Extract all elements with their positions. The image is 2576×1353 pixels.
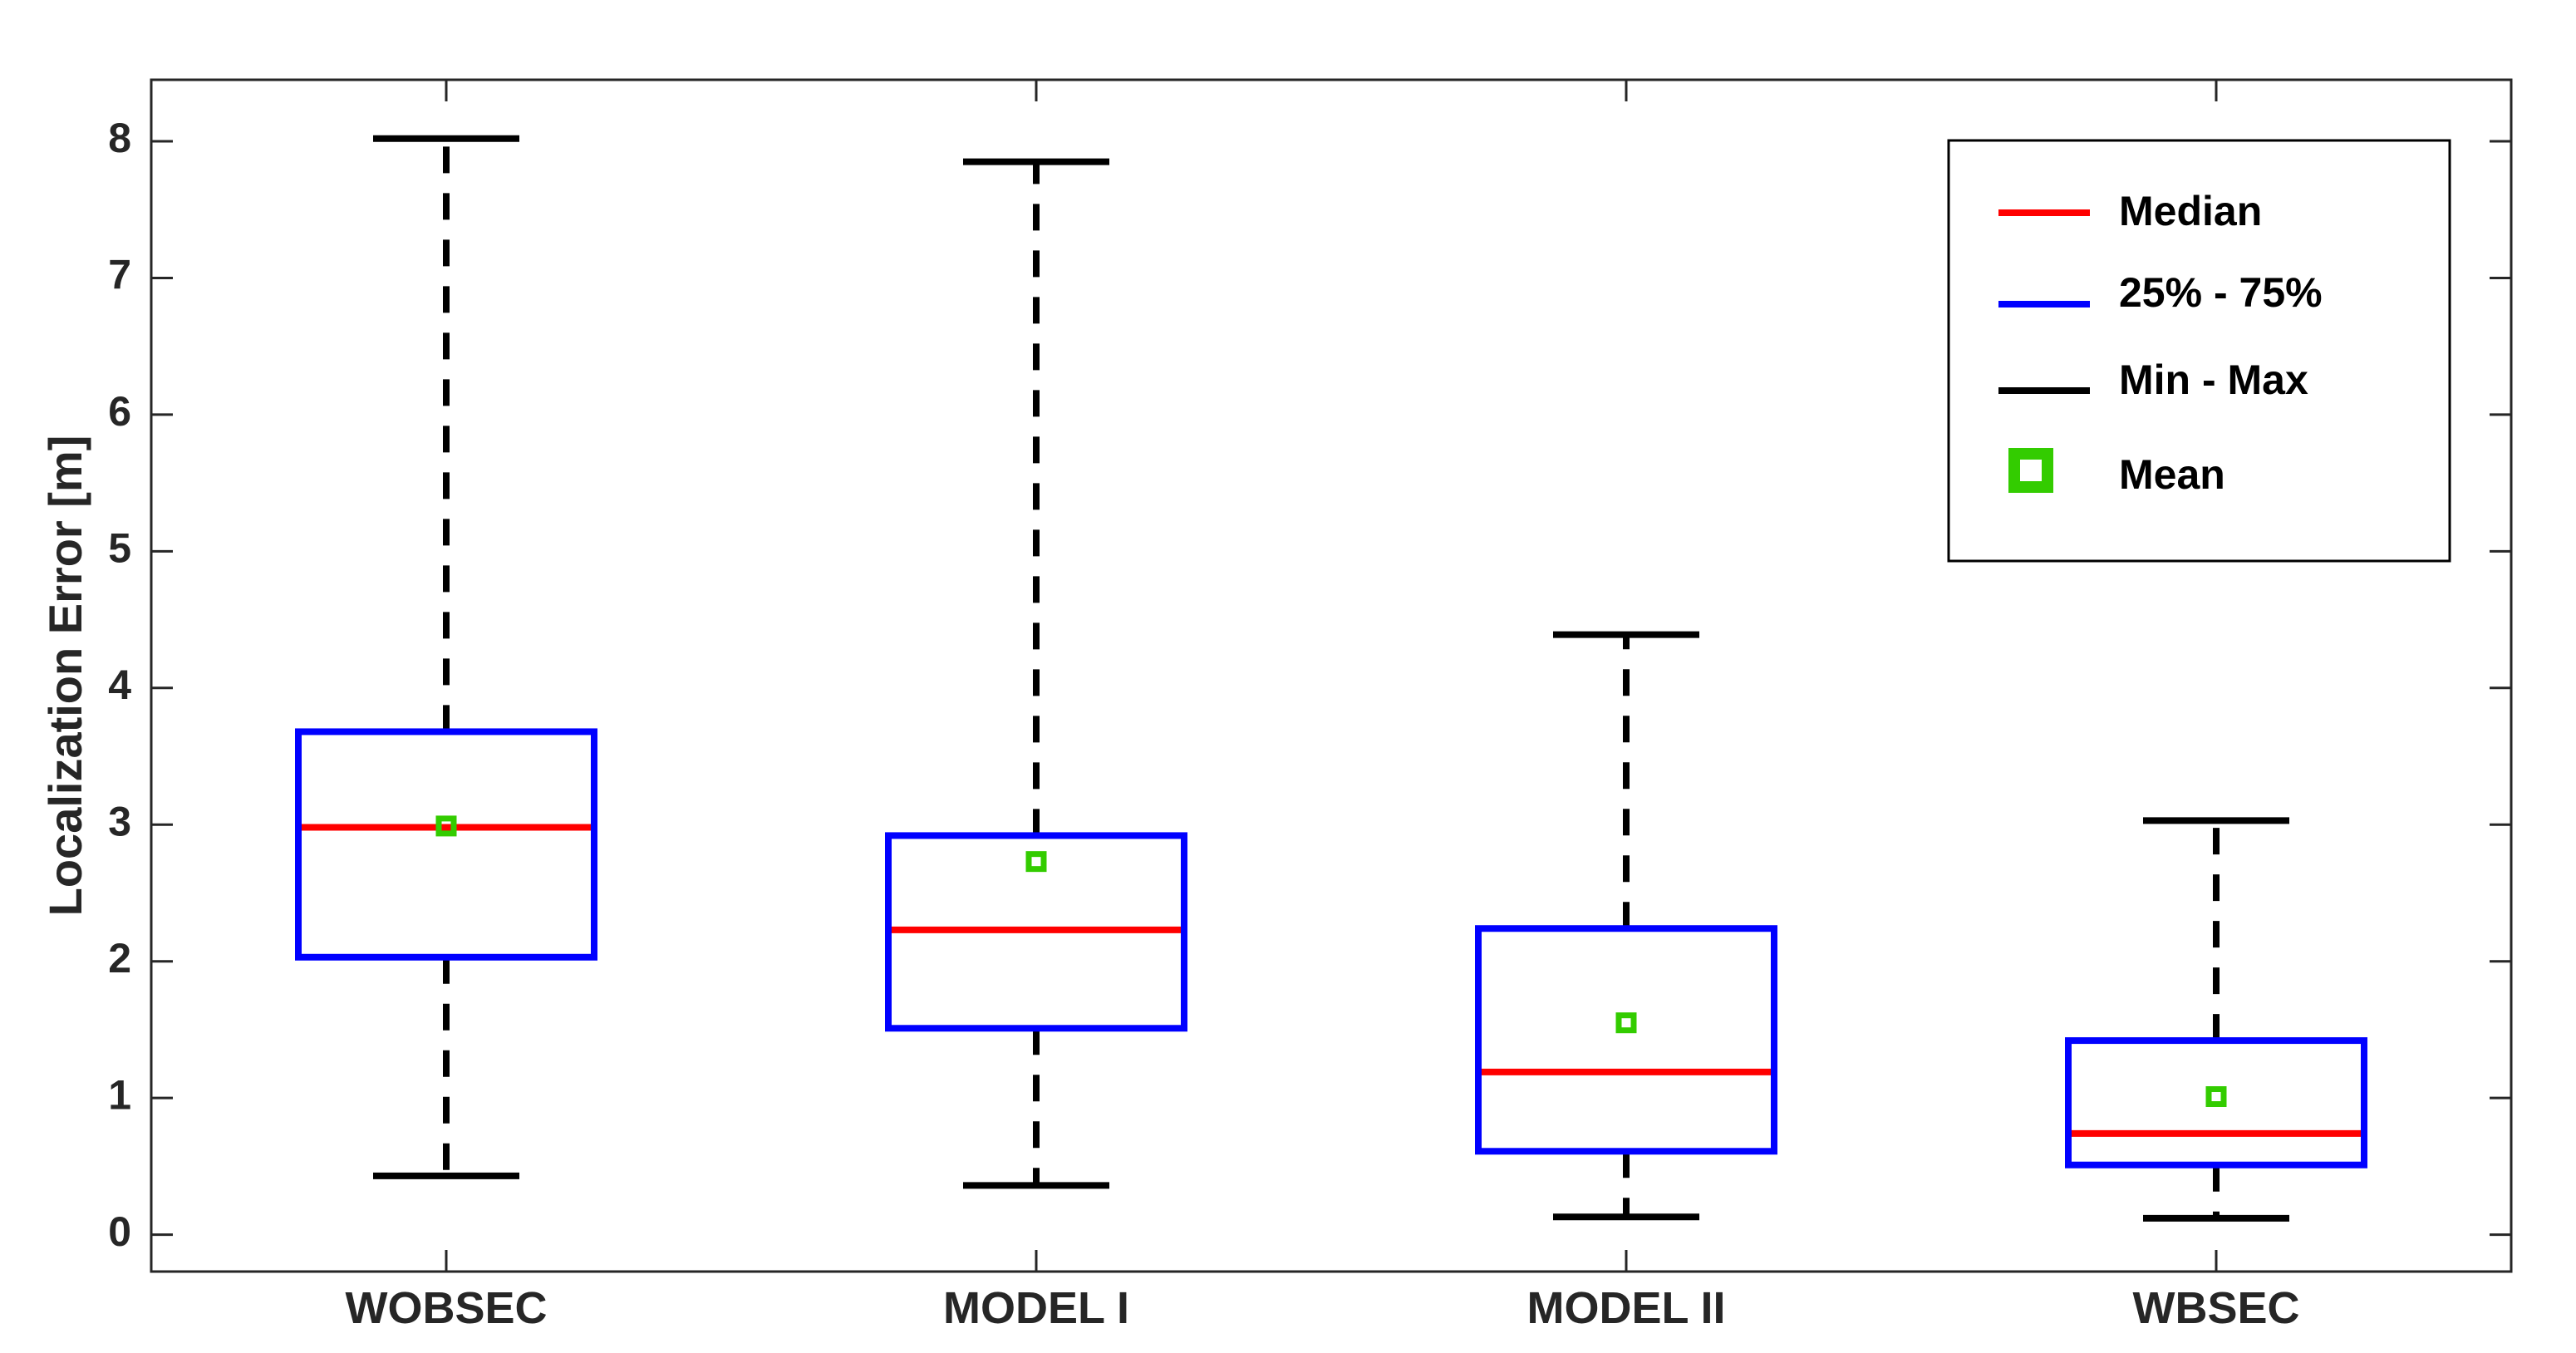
box-group — [885, 158, 1187, 1189]
y-tick-label: 3 — [108, 798, 131, 844]
y-tick-label: 4 — [108, 662, 131, 708]
y-tick-label: 2 — [108, 935, 131, 982]
legend-item-mean: Mean — [2008, 448, 2225, 498]
legend-item-iqr: 25% - 75% — [1998, 269, 2323, 316]
boxes-layer — [295, 135, 2367, 1222]
legend-range-label: Min - Max — [2119, 357, 2308, 403]
y-tick-label: 6 — [108, 388, 131, 435]
legend-mean-swatch — [2008, 448, 2053, 493]
legend-iqr-label: 25% - 75% — [2119, 269, 2323, 316]
y-tick-label: 5 — [108, 525, 131, 572]
y-axis-label: Localization Error [m] — [39, 435, 91, 917]
box-group — [295, 135, 597, 1179]
x-tick-label: MODEL I — [943, 1283, 1129, 1333]
box-group — [2065, 817, 2367, 1222]
x-tick-label: WOBSEC — [346, 1283, 548, 1333]
legend-item-median: Median — [1998, 188, 2262, 234]
plot-area-frame — [150, 78, 2513, 1273]
y-tick-label: 7 — [108, 252, 131, 298]
mean-marker — [1615, 1012, 1637, 1034]
legend-item-range: Min - Max — [1998, 357, 2308, 403]
y-tick-label: 1 — [108, 1071, 131, 1118]
y-tick-label: 0 — [108, 1208, 131, 1255]
x-tick-label: MODEL II — [1526, 1283, 1725, 1333]
mean-marker — [1025, 851, 1047, 873]
mean-marker — [435, 815, 457, 837]
legend: Median 25% - 75% Min - Max Mean — [1947, 139, 2451, 563]
y-tick-label: 8 — [108, 115, 131, 161]
legend-median-label: Median — [2119, 188, 2262, 234]
legend-mean-label: Mean — [2119, 451, 2225, 498]
box-group — [1475, 631, 1777, 1221]
x-tick-label: WBSEC — [2133, 1283, 2300, 1333]
iqr-box — [1475, 925, 1777, 1155]
mean-marker — [2205, 1086, 2227, 1108]
iqr-box — [295, 728, 597, 961]
